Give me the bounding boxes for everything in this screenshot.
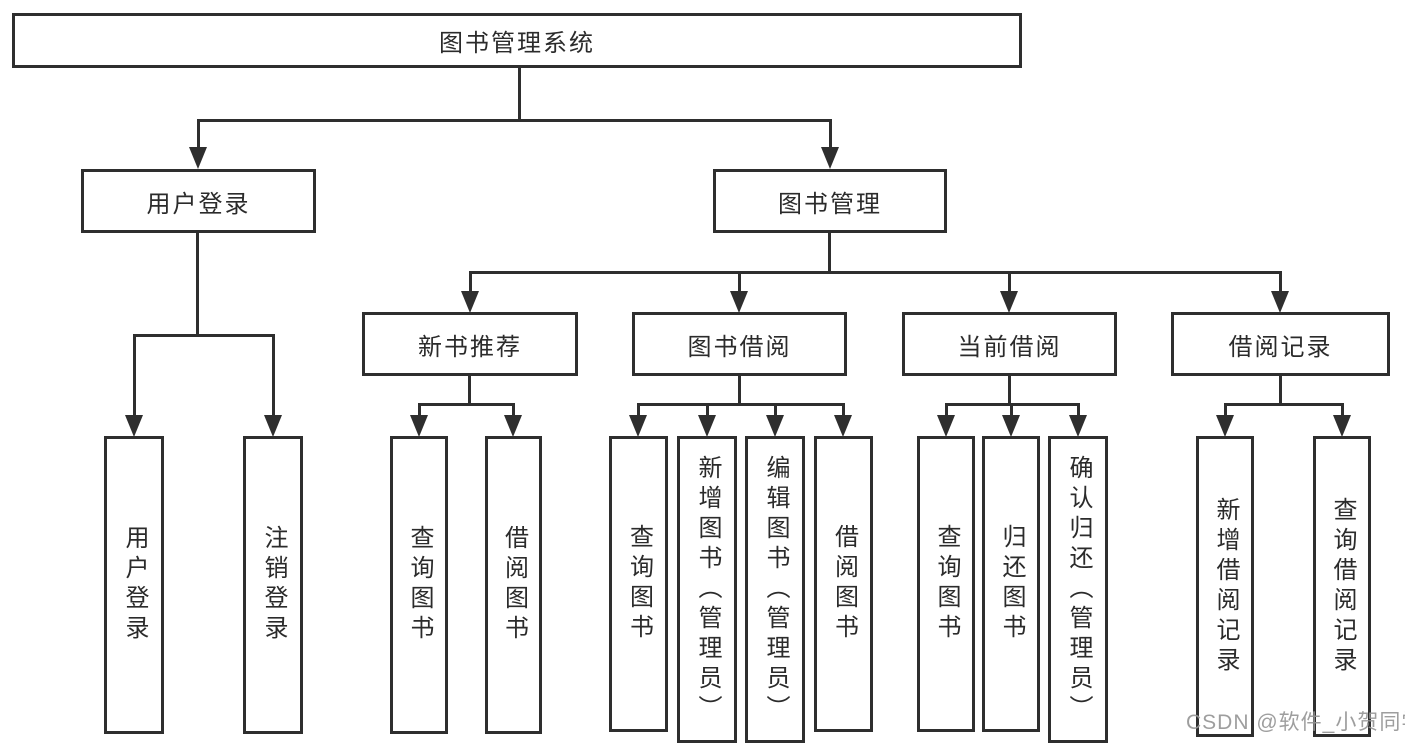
arrowhead bbox=[1271, 291, 1289, 313]
connector-root-stub bbox=[518, 68, 521, 121]
connector-to-leaf bbox=[418, 403, 421, 417]
arrowhead bbox=[504, 415, 522, 437]
connector-to-leaf bbox=[1077, 403, 1080, 417]
arrowhead bbox=[410, 415, 428, 437]
arrowhead bbox=[125, 415, 143, 437]
connector-borrowing-stub bbox=[738, 376, 741, 405]
arrowhead bbox=[937, 415, 955, 437]
connector-recommend-rail bbox=[419, 403, 514, 406]
connector-to-new-book-recommend bbox=[469, 271, 472, 293]
arrowhead bbox=[1069, 415, 1087, 437]
connector-to-leaf bbox=[1224, 403, 1227, 417]
arrowhead bbox=[698, 415, 716, 437]
connector-to-leaf bbox=[1341, 403, 1344, 417]
leaf-user-login: 用户登录 bbox=[104, 436, 164, 734]
node-root: 图书管理系统 bbox=[12, 13, 1022, 68]
node-book-management: 图书管理 bbox=[713, 169, 947, 233]
connector-to-book-borrowing bbox=[738, 271, 741, 293]
connector-level2-rail bbox=[197, 119, 831, 122]
leaf-confirm-return-admin: 确认归还（管理员） bbox=[1048, 436, 1108, 743]
connector-to-leaf bbox=[945, 403, 948, 417]
leaf-return-books: 归还图书 bbox=[982, 436, 1040, 732]
arrowhead bbox=[189, 147, 207, 169]
leaf-borrow-books: 借阅图书 bbox=[485, 436, 542, 734]
arrowhead bbox=[766, 415, 784, 437]
leaf-logout: 注销登录 bbox=[243, 436, 303, 734]
connector-to-leaf bbox=[637, 403, 640, 417]
connector-user-login-rail bbox=[133, 334, 274, 337]
connector-to-current-borrowing bbox=[1008, 271, 1011, 293]
connector-recommend-stub bbox=[468, 376, 471, 405]
connector-to-leaf bbox=[706, 403, 709, 417]
connector-to-borrowing-records bbox=[1279, 271, 1282, 293]
connector-to-leaf bbox=[1010, 403, 1013, 417]
node-borrowing-records: 借阅记录 bbox=[1171, 312, 1390, 376]
arrowhead bbox=[1333, 415, 1351, 437]
arrowhead bbox=[629, 415, 647, 437]
arrowhead bbox=[1216, 415, 1234, 437]
leaf-query-books: 查询图书 bbox=[609, 436, 668, 732]
connector-to-leaf bbox=[512, 403, 515, 417]
node-user-login: 用户登录 bbox=[81, 169, 316, 233]
connector-records-stub bbox=[1279, 376, 1282, 405]
arrowhead bbox=[1002, 415, 1020, 437]
connector-to-leaf-user-login bbox=[133, 334, 136, 417]
arrowhead bbox=[821, 147, 839, 169]
arrowhead bbox=[461, 291, 479, 313]
connector-borrowing-rail bbox=[638, 403, 843, 406]
connector-to-book-management bbox=[829, 119, 832, 149]
arrowhead bbox=[834, 415, 852, 437]
connector-to-leaf bbox=[774, 403, 777, 417]
leaf-query-books: 查询图书 bbox=[917, 436, 975, 732]
leaf-edit-books-admin: 编辑图书（管理员） bbox=[745, 436, 805, 743]
leaf-add-borrow-record: 新增借阅记录 bbox=[1196, 436, 1254, 737]
connector-book-management-stub bbox=[828, 233, 831, 273]
leaf-add-books-admin: 新增图书（管理员） bbox=[677, 436, 737, 743]
leaf-borrow-books: 借阅图书 bbox=[814, 436, 873, 732]
connector-current-stub bbox=[1008, 376, 1011, 405]
node-current-borrowing: 当前借阅 bbox=[902, 312, 1117, 376]
arrowhead bbox=[264, 415, 282, 437]
connector-records-rail bbox=[1225, 403, 1342, 406]
csdn-watermark: CSDN @软件_小贺同学 bbox=[1186, 711, 1405, 734]
leaf-query-borrow-record: 查询借阅记录 bbox=[1313, 436, 1371, 737]
connector-to-user-login bbox=[197, 119, 200, 149]
arrowhead bbox=[730, 291, 748, 313]
node-book-borrowing: 图书借阅 bbox=[632, 312, 847, 376]
connector-user-login-stub bbox=[196, 233, 199, 336]
arrowhead bbox=[1000, 291, 1018, 313]
connector-to-leaf-logout bbox=[272, 334, 275, 417]
connector-to-leaf bbox=[842, 403, 845, 417]
leaf-query-books: 查询图书 bbox=[390, 436, 448, 734]
node-new-book-recommend: 新书推荐 bbox=[362, 312, 578, 376]
connector-level3-rail bbox=[469, 271, 1281, 274]
